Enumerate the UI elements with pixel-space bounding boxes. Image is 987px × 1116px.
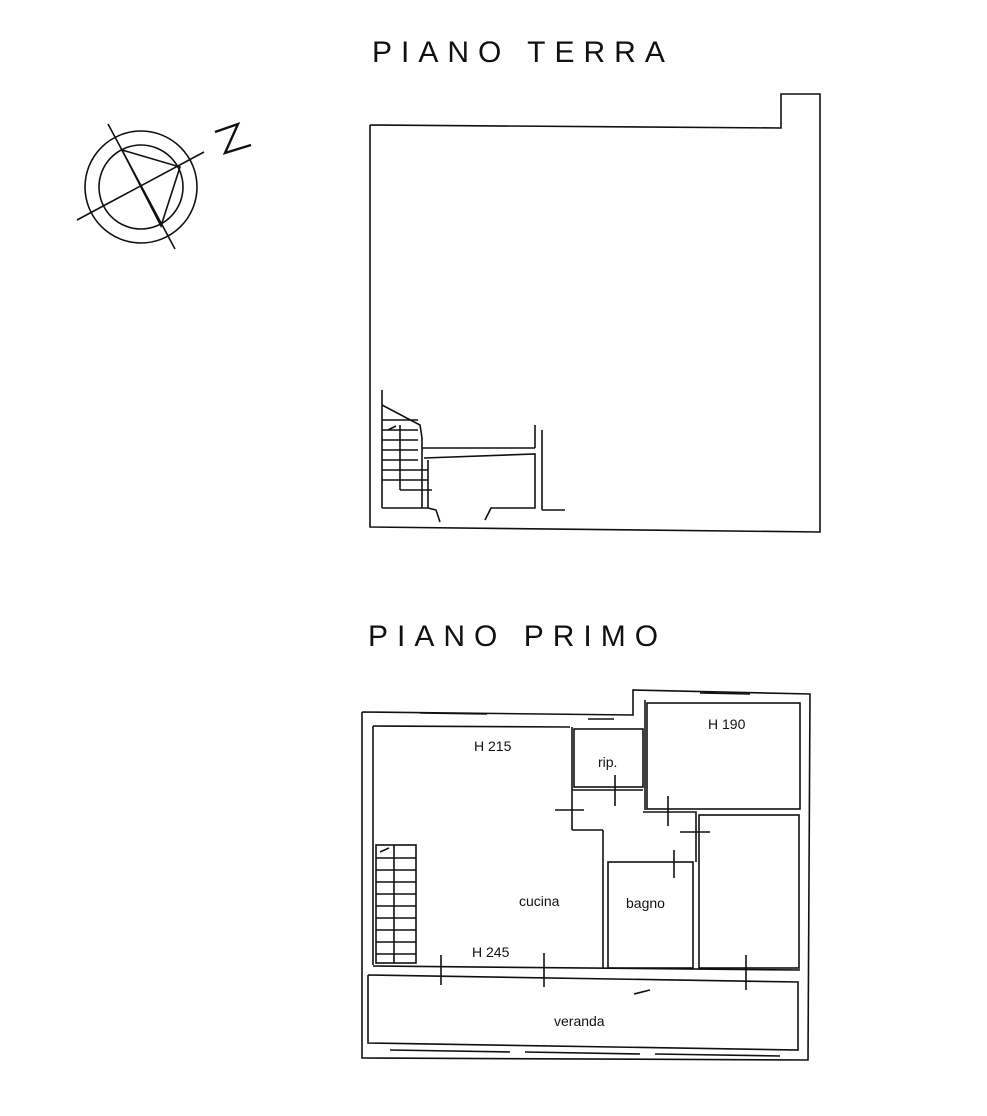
label-h215: H 215 [474,738,512,754]
label-h245: H 245 [472,944,510,960]
label-veranda: veranda [554,1013,605,1029]
piano-primo-plan [361,689,811,1061]
label-bagno: bagno [626,895,665,911]
north-arrow-compass-icon [76,121,252,250]
label-h190: H 190 [708,716,746,732]
label-rip: rip. [598,754,618,770]
floor-title-piano-terra: PIANO TERRA [372,36,674,69]
floor-title-piano-primo: PIANO PRIMO [368,620,668,653]
piano-terra-plan [369,93,821,533]
label-cucina: cucina [519,893,560,909]
